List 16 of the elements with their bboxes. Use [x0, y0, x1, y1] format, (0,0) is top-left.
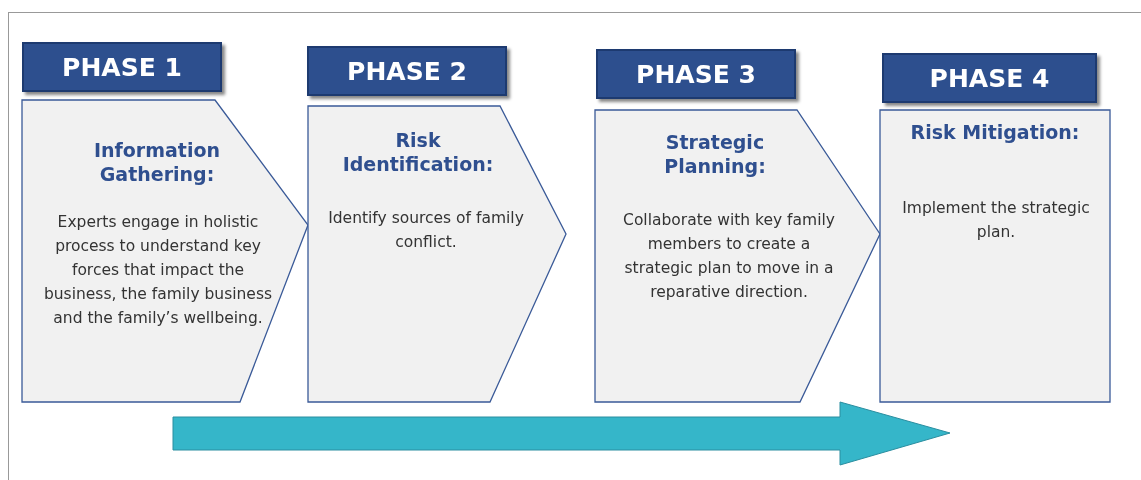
chevron-panel: [22, 100, 308, 402]
step-heading: Risk Mitigation:: [909, 120, 1081, 144]
step-description: Implement the strategic plan.: [901, 198, 1091, 243]
phase-banner: PHASE 2: [307, 46, 507, 96]
phase-banner: PHASE 3: [596, 49, 796, 99]
chevron-panel: [595, 110, 880, 402]
step-heading: Strategic Planning:: [663, 130, 767, 178]
step-description: Identify sources of family conflict.: [327, 208, 525, 253]
step-panel: [880, 110, 1110, 402]
phase-banner: PHASE 4: [882, 53, 1097, 103]
step-heading: Information Gathering:: [92, 138, 222, 186]
chevron-panel: [308, 106, 566, 402]
phase-banner: PHASE 1: [22, 42, 222, 92]
step-heading: Risk Identification:: [341, 128, 495, 176]
step-description: Collaborate with key family members to create a strategic plan to move in a reparative direction.: [622, 210, 836, 303]
step-description: Experts engage in holistic process to understand key forces that impact the business, the family business and the family’s wellbeing.: [42, 212, 274, 329]
